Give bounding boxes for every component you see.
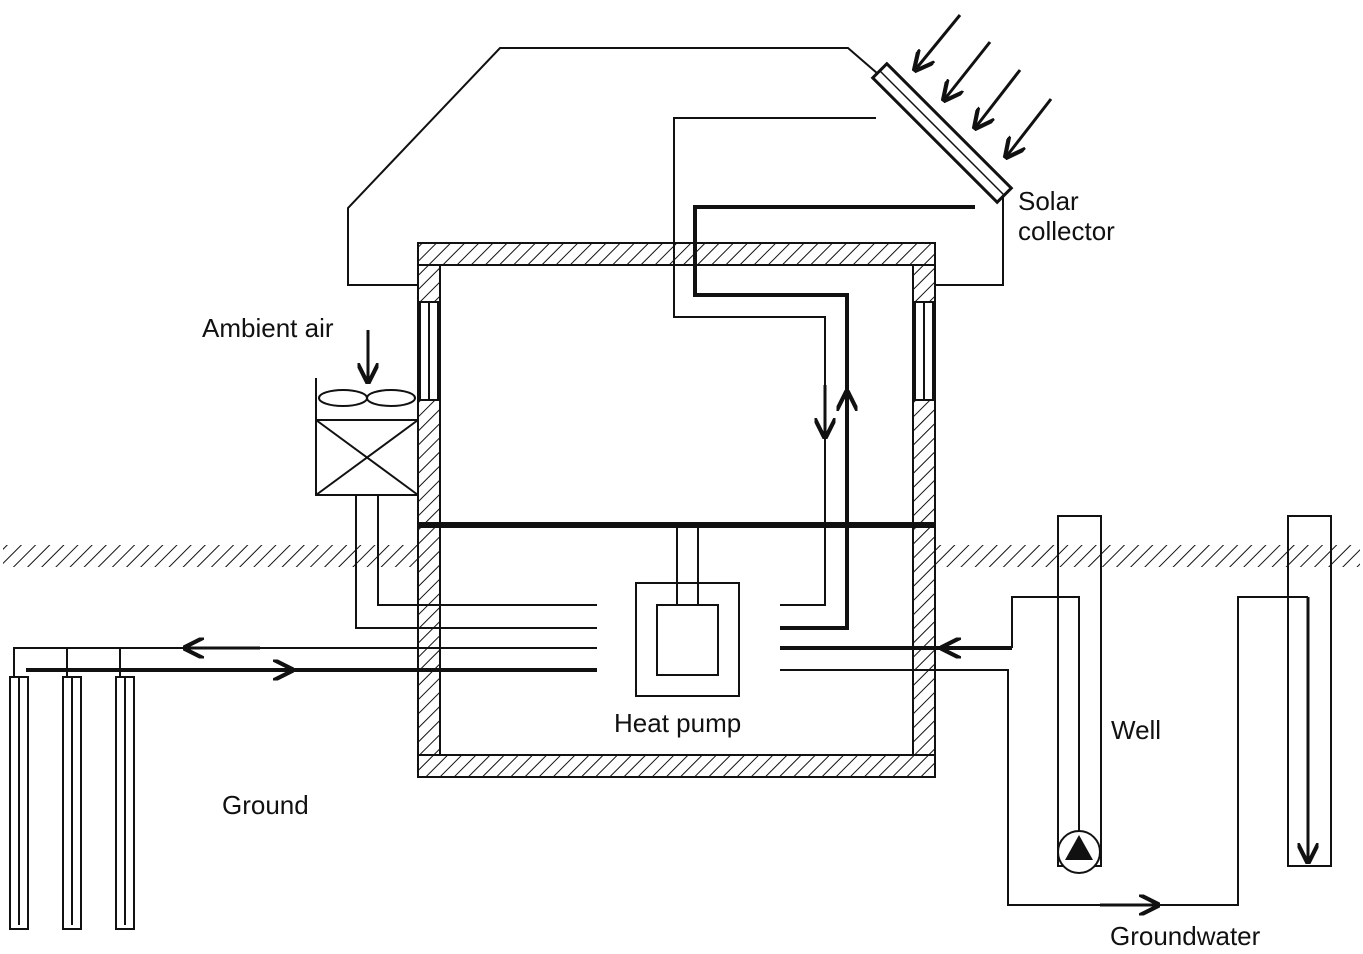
supply-well (1011, 515, 1102, 874)
arrow-icon (915, 14, 962, 70)
air-unit (315, 378, 419, 496)
arrow-icon (1006, 98, 1053, 157)
well-label: Well (1111, 715, 1161, 745)
arrow-icon (944, 41, 992, 100)
sun-rays (915, 14, 1053, 157)
collector-supply-pipe (673, 117, 876, 606)
air-pipe-outer (355, 495, 597, 629)
ground-probes (9, 648, 135, 930)
ambient-air-label: Ambient air (202, 313, 334, 343)
ground-label: Ground (222, 790, 309, 820)
fan-icon (318, 389, 416, 407)
ground-return-pipe (13, 647, 597, 677)
well-return-pipe (780, 596, 1308, 906)
air-pipe-inner (377, 495, 597, 606)
heat-pump (635, 527, 740, 697)
collector-return-pipe (347, 47, 886, 286)
solar-label-line1: Solar (1018, 186, 1079, 216)
groundwater-label: Groundwater (1110, 921, 1261, 951)
collector-flow-pipe (693, 205, 975, 630)
building (417, 242, 936, 778)
ground-surface (3, 545, 1360, 567)
solar-label-line2: collector (1018, 216, 1115, 246)
arrow-icon (975, 69, 1022, 128)
pump-icon (1057, 830, 1101, 874)
solar-collector (870, 61, 1014, 205)
injection-well (1287, 515, 1332, 867)
heat-pump-label: Heat pump (614, 708, 741, 738)
